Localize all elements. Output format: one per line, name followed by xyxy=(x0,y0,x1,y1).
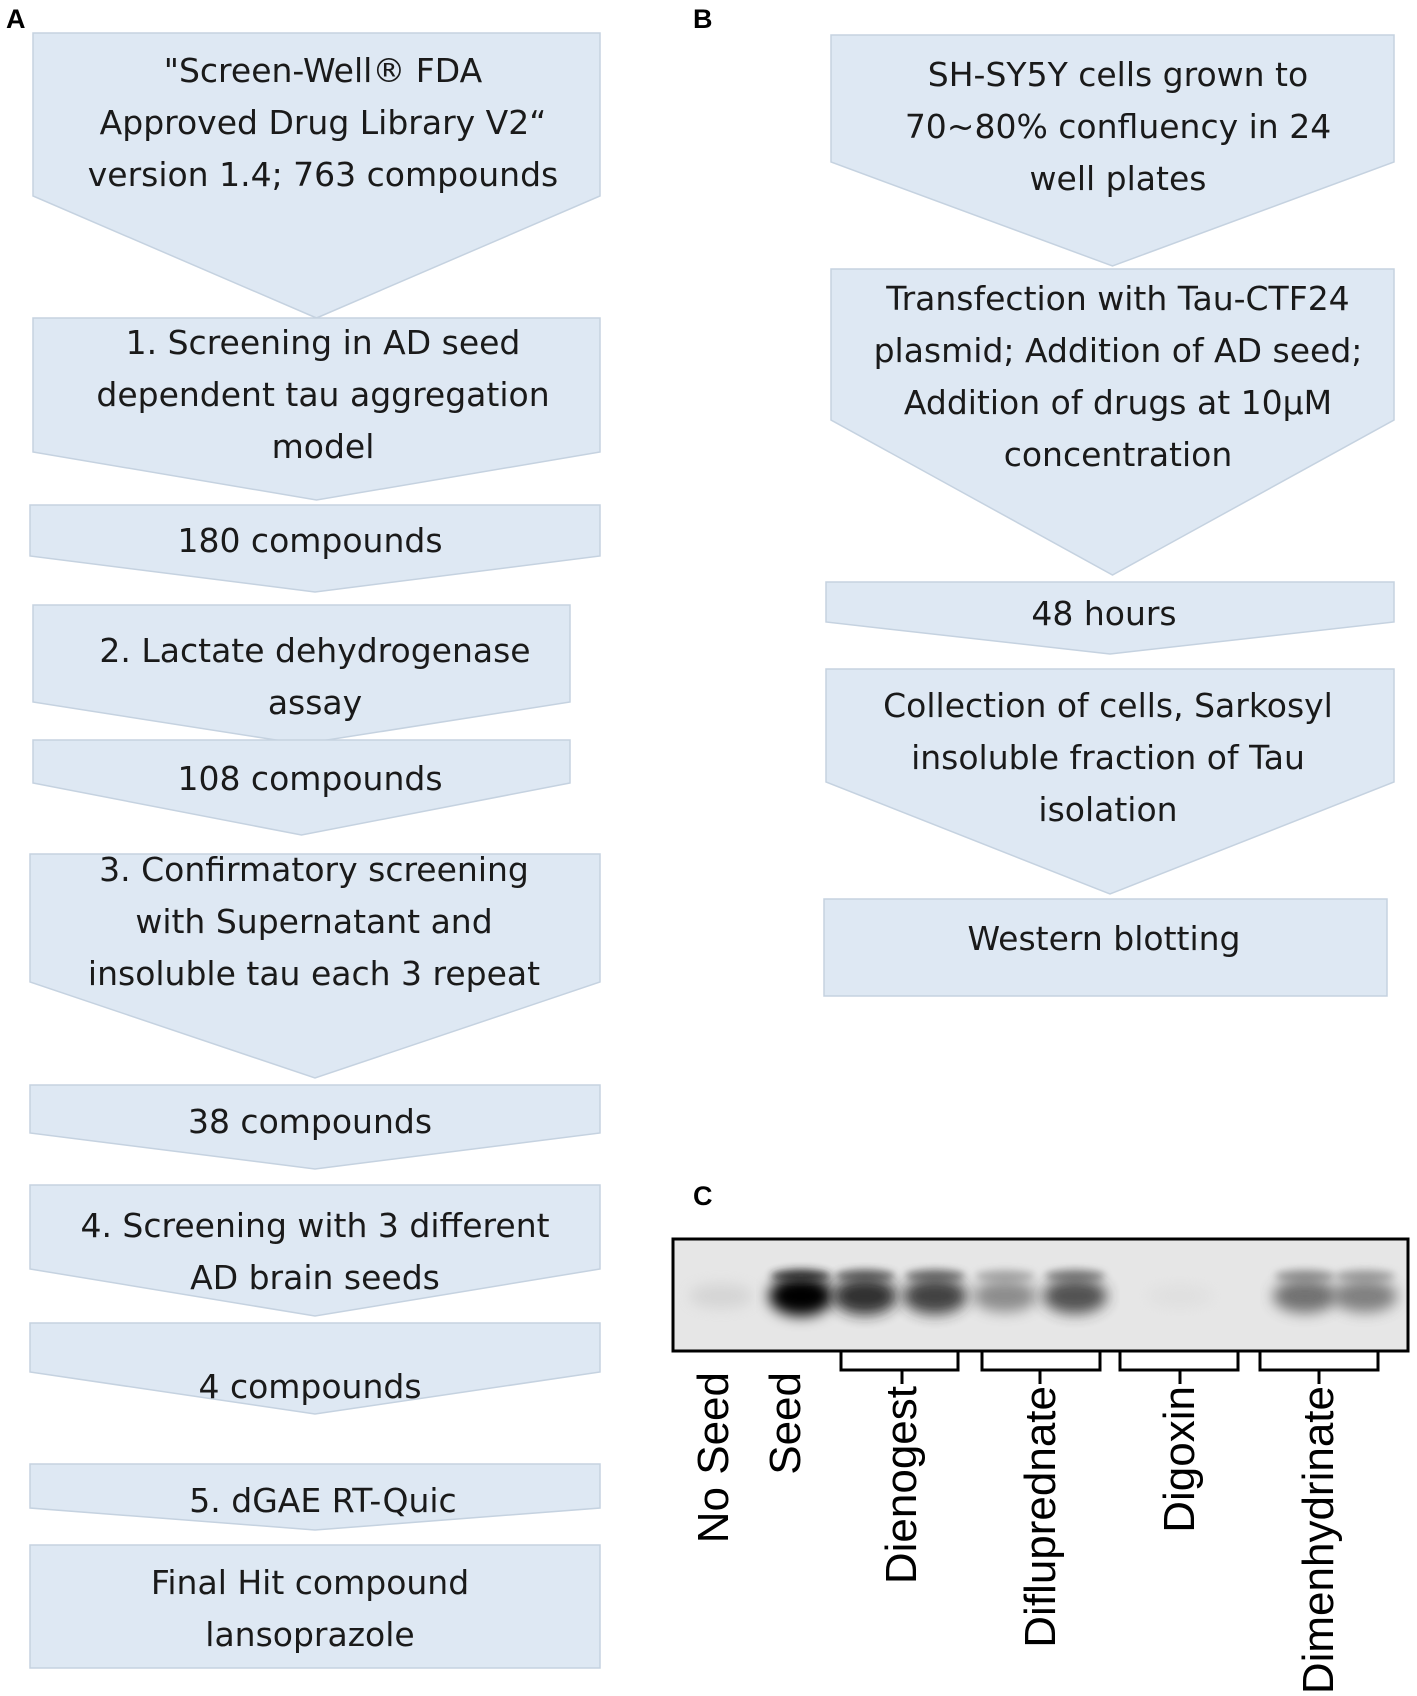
panel-a-step-8-line-1: 4. Screening with 3 different xyxy=(80,1206,549,1245)
panel-a-step-1-text: "Screen-Well® FDA Approved Drug Library V… xyxy=(88,51,559,194)
panel-b-step-4-line-3: isolation xyxy=(1038,790,1177,829)
blot-band-lane-9 xyxy=(1333,1279,1397,1313)
panel-a-step-9-arrow xyxy=(29,1322,601,1415)
digoxin-bracket xyxy=(1118,1352,1240,1384)
panel-a-step-8-arrow xyxy=(29,1184,601,1317)
blot-upper-band-lane-2 xyxy=(771,1270,831,1282)
blot-upper-band-lane-9 xyxy=(1335,1270,1395,1282)
lane-label-difluprednate: Difluprednate xyxy=(1016,1386,1065,1648)
panel-a-step-1-line-2: Approved Drug Library V2“ xyxy=(100,103,547,142)
lane-label-dimenhydrinate: Dimenhydrinate xyxy=(1294,1386,1343,1694)
panel-b-step-1-line-2: 70~80% confluency in 24 xyxy=(905,107,1331,146)
panel-b-step-5-line-1: Western blotting xyxy=(967,919,1240,958)
panel-b-step-4-line-1: Collection of cells, Sarkosyl xyxy=(883,686,1333,725)
lane-label-digoxin: Digoxin xyxy=(1155,1386,1204,1533)
panel-a-flowchart: "Screen-Well® FDA Approved Drug Library V… xyxy=(29,32,601,1669)
panel-b-step-4-text: Collection of cells, Sarkosyl insoluble f… xyxy=(883,686,1333,829)
lane-label-no-seed: No Seed xyxy=(689,1372,738,1543)
panel-b-step-1-arrow xyxy=(830,34,1395,267)
panel-b-step-5-box xyxy=(823,898,1388,997)
panel-a-step-1-line-3: version 1.4; 763 compounds xyxy=(88,155,559,194)
panel-a-step-7-text: 38 compounds xyxy=(188,1102,432,1141)
panel-b-step-2-line-3: Addition of drugs at 10µM xyxy=(904,383,1332,422)
blot-upper-band-lane-3 xyxy=(835,1270,895,1282)
panel-a-step-3-line-1: 180 compounds xyxy=(177,521,442,560)
panel-b-step-3-text: 48 hours xyxy=(1031,594,1176,633)
panel-a-step-1-line-1: "Screen-Well® FDA xyxy=(164,51,483,90)
panel-a-step-5-text: 108 compounds xyxy=(177,759,442,798)
panel-a-step-1-arrow xyxy=(32,32,601,319)
blot-band-lane-5 xyxy=(973,1280,1037,1312)
panel-a-step-10-line-1: 5. dGAE RT-Quic xyxy=(189,1481,456,1520)
panel-a-step-6-line-1: 3. Confirmatory screening xyxy=(99,850,529,889)
panel-b-step-3-line-1: 48 hours xyxy=(1031,594,1176,633)
lane-label-dienogest: Dienogest xyxy=(877,1386,926,1584)
panel-a-step-11-box xyxy=(29,1544,601,1669)
panel-a-step-5-arrow xyxy=(32,739,571,836)
panel-a-letter: A xyxy=(6,4,26,34)
blot-band-lane-4 xyxy=(903,1277,967,1315)
panel-a-step-2-line-3: model xyxy=(272,427,375,466)
panel-b-step-2-arrow xyxy=(830,268,1395,576)
panel-a-step-11-line-1: Final Hit compound xyxy=(151,1563,469,1602)
panel-b-step-5-text: Western blotting xyxy=(967,919,1240,958)
panel-b-step-1-line-1: SH-SY5Y cells grown to xyxy=(928,55,1308,94)
dimenhydrinate-bracket xyxy=(1258,1352,1380,1384)
panel-a-step-4-line-2: assay xyxy=(268,683,362,722)
blot-band-lane-7 xyxy=(1148,1284,1212,1308)
blot-band-lane-3 xyxy=(833,1277,897,1315)
panel-b-step-2-line-2: plasmid; Addition of AD seed; xyxy=(874,331,1363,370)
panel-a-step-8-text: 4. Screening with 3 different AD brain se… xyxy=(80,1206,549,1297)
lane-label-seed: Seed xyxy=(761,1372,810,1475)
panel-b-step-2-line-1: Transfection with Tau-CTF24 xyxy=(885,279,1349,318)
panel-a-step-6-text: 3. Confirmatory screening with Supernatan… xyxy=(88,850,540,993)
blot-upper-band-lane-5 xyxy=(975,1270,1035,1282)
blot-band-lane-6 xyxy=(1043,1278,1107,1314)
panel-a-step-3-text: 180 compounds xyxy=(177,521,442,560)
difluprednate-bracket xyxy=(980,1352,1102,1384)
panel-b-step-2-text: Transfection with Tau-CTF24 plasmid; Addi… xyxy=(874,279,1363,474)
panel-c-western-blot: No Seed Seed Dienogest Difluprednate Dig… xyxy=(671,1237,1410,1694)
panel-b-step-4-arrow xyxy=(825,668,1395,895)
panel-a-step-7-arrow xyxy=(29,1084,601,1170)
panel-a-step-4-arrow xyxy=(32,604,571,745)
blot-upper-band-lane-8 xyxy=(1275,1270,1335,1282)
panel-a-step-6-line-3: insoluble tau each 3 repeat xyxy=(88,954,540,993)
panel-a-step-6-arrow xyxy=(29,853,601,1079)
panel-b-letter: B xyxy=(693,4,713,34)
panel-a-step-11-line-2: lansoprazole xyxy=(205,1615,414,1654)
blot-band-lane-2 xyxy=(769,1276,833,1316)
panel-a-step-5-line-1: 108 compounds xyxy=(177,759,442,798)
panel-b-protocol-flowchart: SH-SY5Y cells grown to 70~80% confluency … xyxy=(823,34,1395,997)
panel-b-step-1-line-3: well plates xyxy=(1030,159,1207,198)
panel-a-step-4-line-1: 2. Lactate dehydrogenase xyxy=(99,631,530,670)
blot-band-lane-8 xyxy=(1273,1279,1337,1313)
blot-bands xyxy=(689,1270,1397,1316)
panel-a-step-10-text: 5. dGAE RT-Quic xyxy=(189,1481,456,1520)
panel-a-step-9-text: 4 compounds xyxy=(198,1367,421,1406)
blot-upper-band-lane-6 xyxy=(1045,1270,1105,1282)
panel-c-letter: C xyxy=(693,1181,713,1211)
panel-a-step-2-line-1: 1. Screening in AD seed xyxy=(126,323,521,362)
panel-b-step-3-arrow xyxy=(825,581,1395,655)
blot-upper-band-lane-4 xyxy=(905,1270,965,1282)
panel-a-step-2-arrow xyxy=(32,317,601,501)
panel-a-step-7-line-1: 38 compounds xyxy=(188,1102,432,1141)
panel-b-step-2-line-4: concentration xyxy=(1004,435,1233,474)
panel-b-step-1-text: SH-SY5Y cells grown to 70~80% confluency … xyxy=(905,55,1331,198)
panel-a-step-4-text: 2. Lactate dehydrogenase assay xyxy=(99,631,530,722)
panel-b-step-4-line-2: insoluble fraction of Tau xyxy=(911,738,1305,777)
panel-a-step-9-line-1: 4 compounds xyxy=(198,1367,421,1406)
dienogest-bracket xyxy=(839,1352,960,1384)
panel-a-step-3-arrow xyxy=(29,504,601,593)
panel-a-step-6-line-2: with Supernatant and xyxy=(135,902,492,941)
panel-a-step-2-line-2: dependent tau aggregation xyxy=(96,375,549,414)
blot-band-lane-1 xyxy=(689,1283,753,1309)
panel-a-step-11-text: Final Hit compound lansoprazole xyxy=(151,1563,469,1654)
panel-a-step-8-line-2: AD brain seeds xyxy=(190,1258,440,1297)
panel-a-step-10-arrow xyxy=(29,1463,601,1531)
panel-a-step-2-text: 1. Screening in AD seed dependent tau agg… xyxy=(96,323,549,466)
